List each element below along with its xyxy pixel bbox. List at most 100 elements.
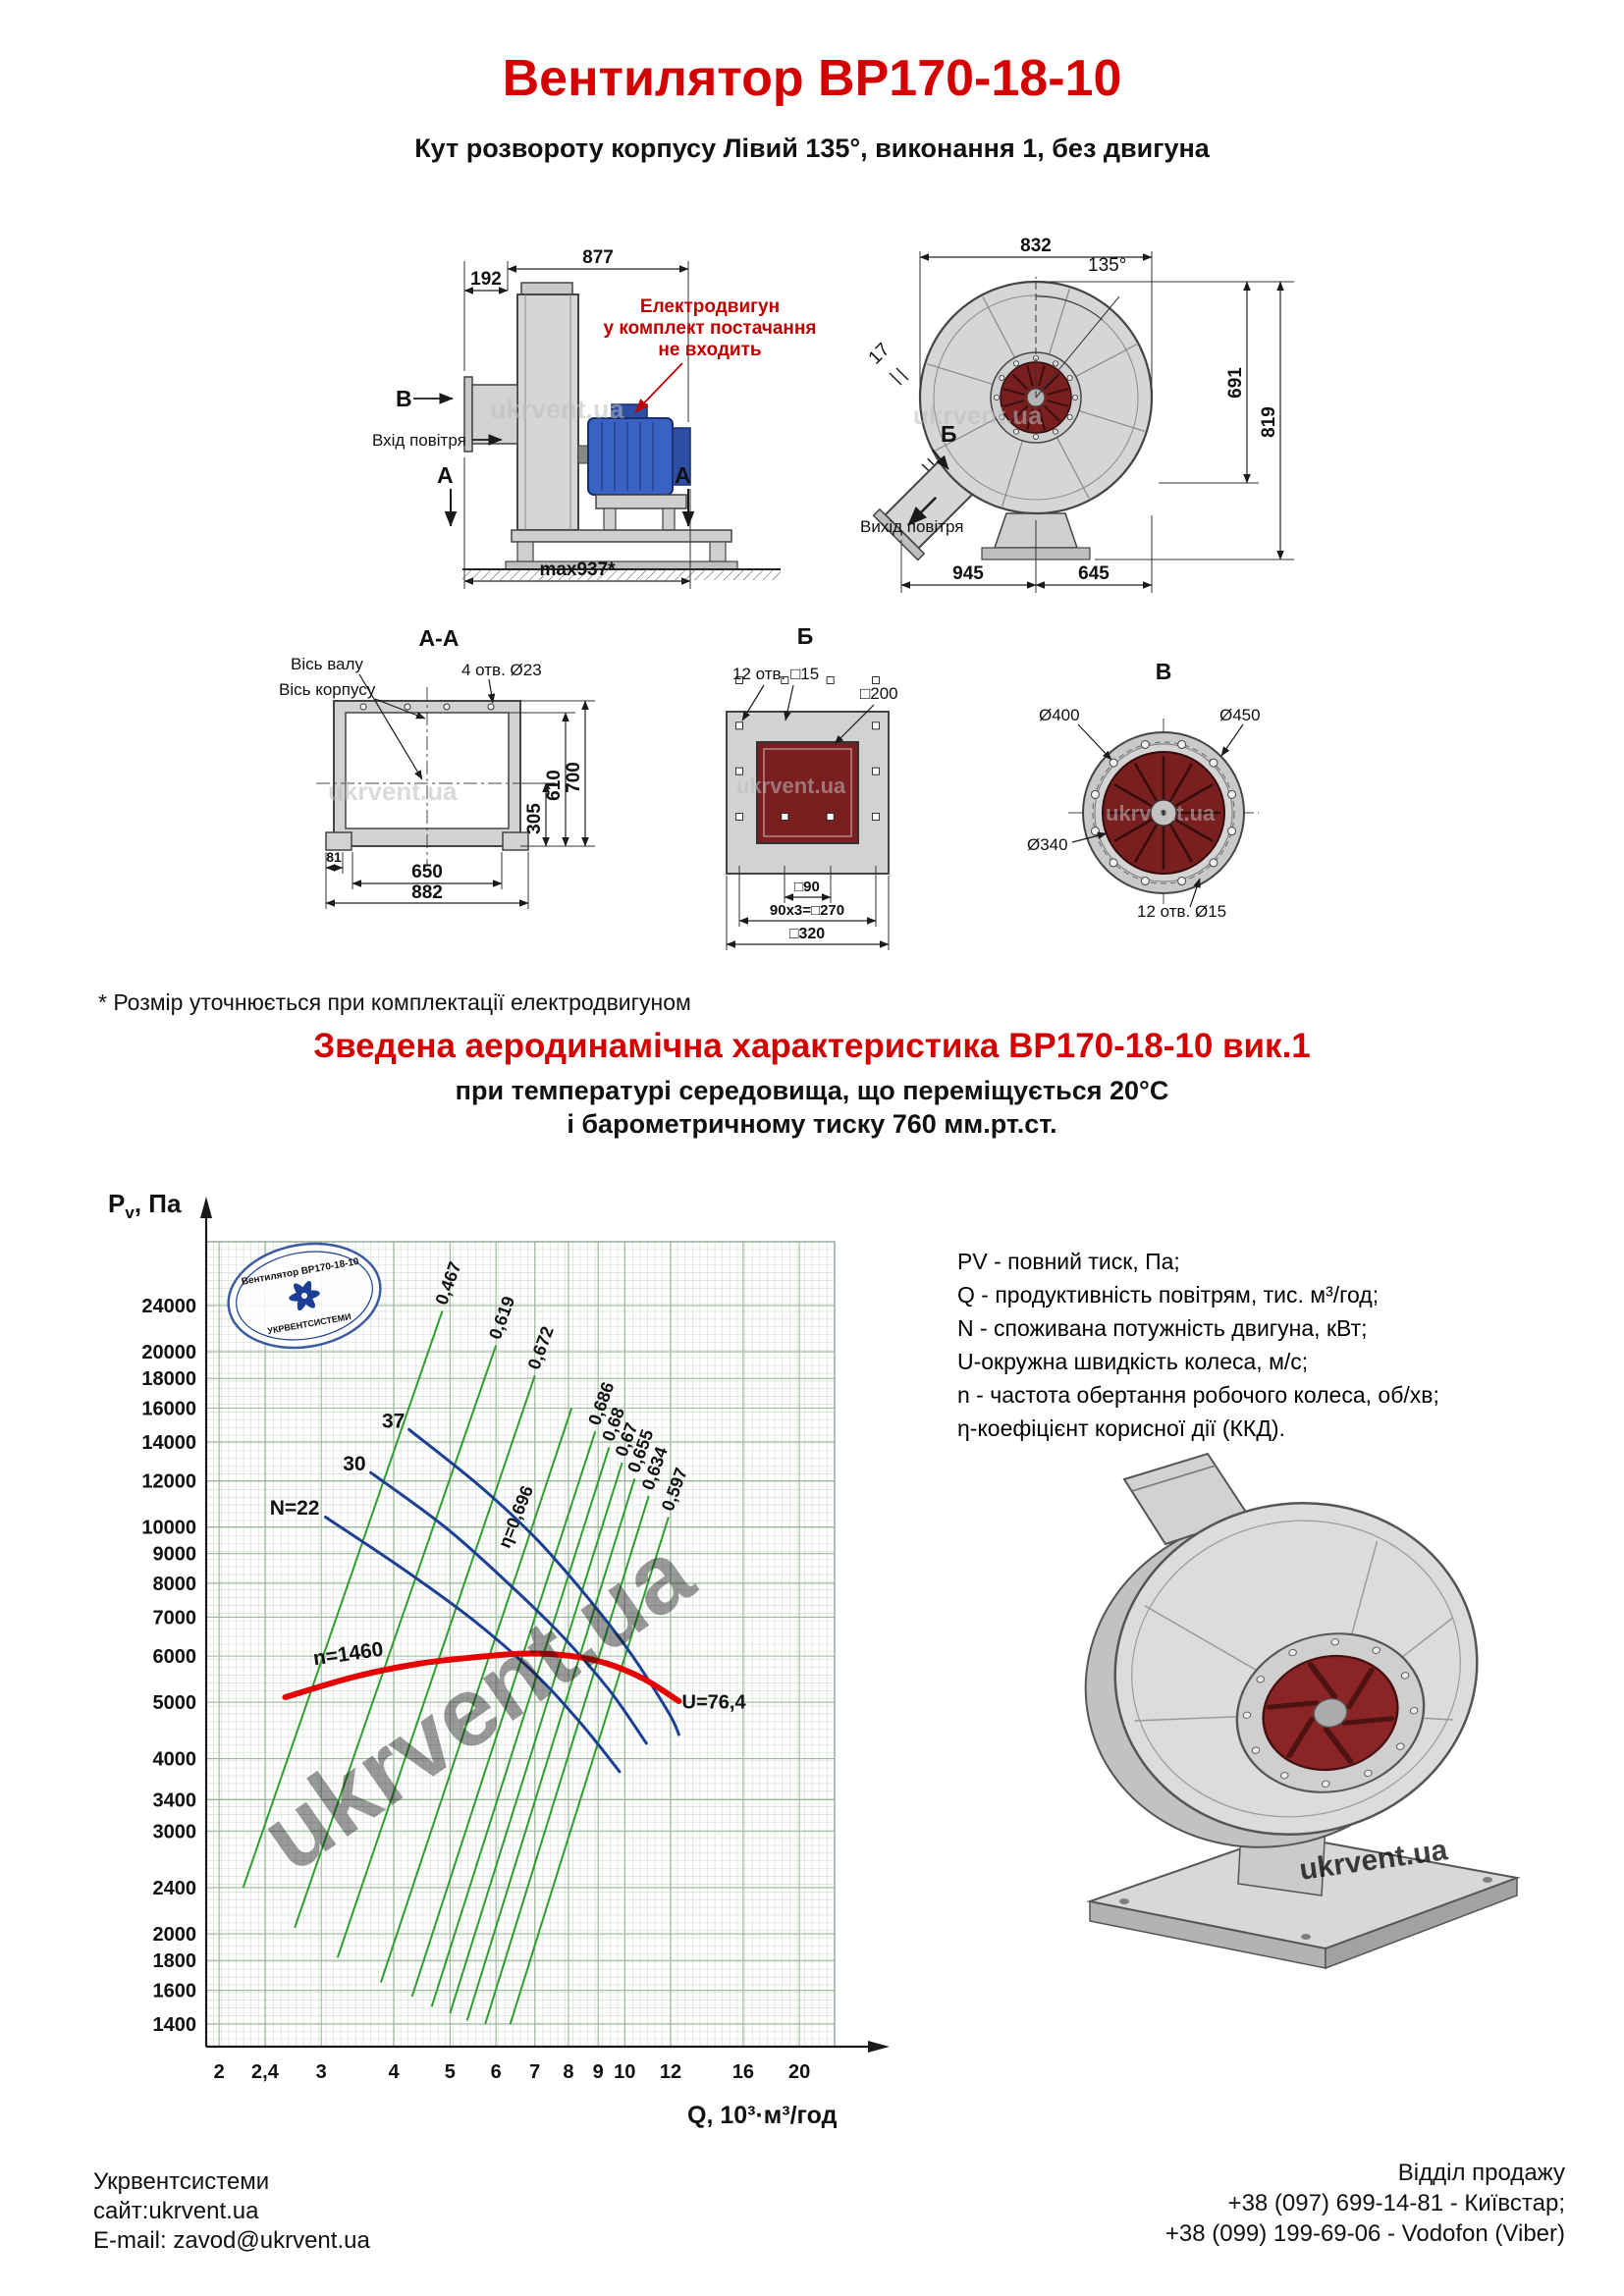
svg-text:20000: 20000 <box>141 1342 196 1363</box>
svg-text:16000: 16000 <box>141 1399 196 1420</box>
dim-832: 832 <box>1020 236 1052 256</box>
watermark-text: ukrvent.ua <box>328 776 458 806</box>
dia-340-label: Ø340 <box>1027 835 1068 854</box>
svg-text:3400: 3400 <box>153 1789 197 1811</box>
ground-hatch <box>462 569 781 580</box>
dim-691: 691 <box>1225 367 1246 399</box>
dim-305: 305 <box>524 803 545 834</box>
curve-N=37 <box>407 1427 680 1736</box>
body-axis-label: Вісь корпусу <box>279 680 376 699</box>
watermark-text: ukrvent.ua <box>1106 801 1216 826</box>
company-name: Укрвентсистеми <box>93 2168 270 2195</box>
holes-label: 12 отв. □15 <box>732 665 819 683</box>
company-email: E-mail: zavod@ukrvent.ua <box>93 2227 370 2254</box>
svg-text:10: 10 <box>614 2061 635 2083</box>
svg-text:2,4: 2,4 <box>251 2061 280 2083</box>
motor-note: Електродвигун у комплект постачання не в… <box>604 296 816 413</box>
company-site: сайт:ukrvent.ua <box>93 2198 259 2224</box>
svg-text:18000: 18000 <box>141 1368 196 1390</box>
dim-step: 90х3=□270 <box>770 902 844 919</box>
svg-text:4000: 4000 <box>153 1749 197 1771</box>
dim-90: □90 <box>794 879 820 895</box>
holes-label: 12 отв. Ø15 <box>1137 902 1226 921</box>
aero-chart: 1400160018002000240030003400400050006000… <box>108 1189 890 2129</box>
section-b-drawing: Б 12 отв. □15 □200 □90 90х3=□270 □320 uk… <box>726 623 898 950</box>
svg-text:30: 30 <box>343 1453 365 1475</box>
svg-text:2000: 2000 <box>153 1924 197 1946</box>
sales-phone-1: +38 (097) 699-14-81 - Київстар; <box>1227 2190 1565 2216</box>
section-b-arrow <box>932 449 949 470</box>
dim-200-label: □200 <box>860 684 898 703</box>
svg-text:9: 9 <box>593 2061 604 2083</box>
sales-title: Відділ продажу <box>1397 2160 1565 2186</box>
flange-holes <box>735 676 880 821</box>
watermark-text: ukrvent.ua <box>913 400 1043 430</box>
svg-text:2400: 2400 <box>153 1878 197 1899</box>
footer-company-block: Укрвентсистеми сайт:ukrvent.ua E-mail: z… <box>93 2167 370 2256</box>
foot-left <box>325 831 352 851</box>
dim-945: 945 <box>952 563 984 584</box>
aero-subheading-2: і барометричному тиску 760 мм.рт.ст. <box>567 1109 1057 1139</box>
motor-note-arrow <box>634 362 683 413</box>
svg-text:0,467: 0,467 <box>431 1259 464 1308</box>
inlet-flange-3d <box>1235 1632 1426 1793</box>
legend-line: n - частота обертання робочого колеса, о… <box>957 1382 1439 1408</box>
motor-note-line3: не входить <box>658 340 761 360</box>
svg-text:20: 20 <box>788 2061 810 2083</box>
section-a-label-right: А <box>675 462 691 488</box>
curve-N=22 <box>324 1516 622 1774</box>
svg-text:1400: 1400 <box>153 2014 197 2036</box>
section-a-label-left: А <box>437 462 454 488</box>
company-stamp: Вентилятор ВР170-18-10 УКРВЕНТСИСТЕМИ <box>227 1242 382 1350</box>
svg-text:3000: 3000 <box>153 1822 197 1843</box>
footer-sales-block: Відділ продажу +38 (097) 699-14-81 - Киї… <box>1165 2158 1565 2249</box>
section-aa-drawing: А-А Вісь валу Вісь корпусу 4 отв. Ø23 30… <box>279 625 595 909</box>
impeller-spokes <box>1002 364 1069 431</box>
aa-dimensions: 305 610 700 81 650 882 <box>325 700 595 909</box>
dim-81: 81 <box>326 849 342 865</box>
hub-bolts <box>993 355 1078 440</box>
page-subtitle: Кут розвороту корпусу Лівий 135°, викона… <box>414 133 1210 163</box>
holes-label: 4 отв. Ø23 <box>461 661 542 679</box>
dim-650: 650 <box>411 862 443 882</box>
dim-max937: max937* <box>539 560 616 580</box>
fan-housing-side <box>463 282 579 531</box>
stamp-emblem <box>289 1280 320 1311</box>
legend-line: PV - повний тиск, Па; <box>957 1249 1180 1274</box>
svg-text:1800: 1800 <box>153 1950 197 1972</box>
watermark-text: ukrvent.ua <box>490 395 625 424</box>
curve-n=1460 <box>282 1650 682 1704</box>
svg-text:Q, 10³·м³/год: Q, 10³·м³/год <box>687 2102 838 2129</box>
svg-text:U=76,4: U=76,4 <box>682 1691 747 1713</box>
side-dimensions: 877 192 max937* <box>463 247 691 589</box>
watermark-text: ukrvent.ua <box>736 774 846 798</box>
inlet-label: Вхід повітря <box>372 431 466 450</box>
view-v-title: В <box>1156 659 1172 684</box>
dim-320: □320 <box>789 926 825 942</box>
page-title: Вентилятор ВР170-18-10 <box>502 50 1122 107</box>
curve-N=30 <box>369 1470 648 1745</box>
section-b-title: Б <box>797 623 814 649</box>
front-view-drawing: 135° 832 691 819 945 645 17 Б <box>860 236 1294 593</box>
svg-text:7: 7 <box>529 2061 540 2083</box>
svg-text:n=1460: n=1460 <box>311 1638 384 1671</box>
casing-ribs <box>927 289 1145 507</box>
section-b-label: Б <box>941 421 957 447</box>
dim-877: 877 <box>582 247 614 268</box>
motor <box>577 403 691 531</box>
outlet-label: Вихід повітря <box>860 517 963 536</box>
impeller-blades <box>1107 756 1220 870</box>
svg-text:4: 4 <box>389 2061 401 2083</box>
svg-text:5: 5 <box>445 2061 456 2083</box>
svg-text:9000: 9000 <box>153 1544 197 1566</box>
side-view-drawing: 877 192 max937* В Вхід повітря А А Елект… <box>372 247 816 589</box>
svg-text:8000: 8000 <box>153 1574 197 1595</box>
view-b-label: В <box>396 386 412 411</box>
legend-line: η-коефіцієнт корисної дії (ККД). <box>957 1415 1285 1441</box>
footnote: * Розмір уточнюється при комплектації ел… <box>98 989 691 1015</box>
svg-text:Pv, Па: Pv, Па <box>108 1189 182 1222</box>
svg-text:2: 2 <box>214 2061 225 2083</box>
watermark-text: ukrvent.ua <box>242 1517 713 1893</box>
svg-text:1600: 1600 <box>153 1981 197 2002</box>
